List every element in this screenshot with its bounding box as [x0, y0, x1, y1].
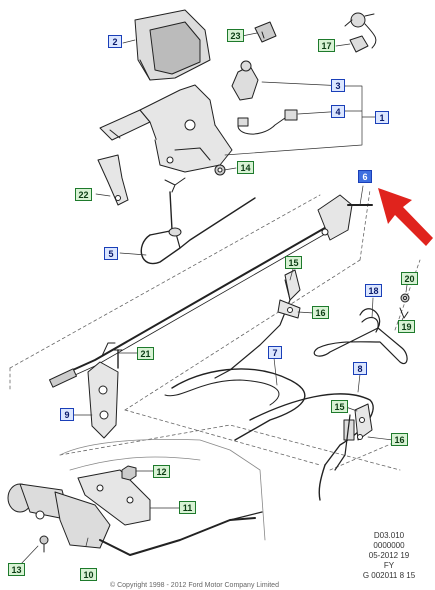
callout-3[interactable]: 3 — [331, 79, 345, 92]
callout-6-selected[interactable]: 6 — [358, 170, 372, 183]
reference-model: FY — [383, 561, 395, 570]
callout-5[interactable]: 5 — [104, 247, 118, 260]
callout-9[interactable]: 9 — [60, 408, 74, 421]
callout-16-upper[interactable]: 16 — [312, 306, 329, 319]
callout-13[interactable]: 13 — [8, 563, 25, 576]
main-cable-part — [49, 194, 373, 388]
handbrake-lever-assembly — [99, 84, 233, 193]
return-spring-part — [313, 308, 408, 365]
callout-15-lower[interactable]: 15 — [331, 400, 348, 413]
callout-8[interactable]: 8 — [353, 362, 367, 375]
nut-12-part — [121, 465, 137, 481]
bolt-13-part — [39, 535, 49, 553]
washer-part — [400, 293, 410, 303]
callout-10[interactable]: 10 — [80, 568, 97, 581]
lever-gaiter-part — [134, 9, 211, 81]
callout-2[interactable]: 2 — [108, 35, 122, 48]
wiring-harness-part — [237, 109, 298, 135]
callout-23[interactable]: 23 — [227, 29, 244, 42]
cable-bracket-upper-part — [277, 269, 301, 319]
copyright-notice: © Copyright 1998 - 2012 Ford Motor Compa… — [110, 582, 279, 589]
reference-figure: G 002011 8 15 — [362, 571, 416, 580]
callout-11[interactable]: 11 — [179, 501, 196, 514]
clip-part — [254, 21, 277, 43]
callout-16-lower[interactable]: 16 — [391, 433, 408, 446]
callout-17[interactable]: 17 — [318, 39, 335, 52]
reference-code: D03.010 — [373, 531, 405, 540]
bracket-part — [97, 154, 129, 206]
callout-12[interactable]: 12 — [153, 465, 170, 478]
rear-cable-left-part — [164, 279, 306, 441]
front-cable-part — [140, 191, 256, 265]
leader-lines — [19, 32, 408, 566]
callout-18[interactable]: 18 — [365, 284, 382, 297]
callout-21[interactable]: 21 — [137, 347, 154, 360]
cable-bracket-lower-part — [354, 403, 373, 441]
reference-number: 0000000 — [373, 541, 405, 550]
actuator-bracket-part — [77, 469, 151, 526]
switch-part — [231, 60, 259, 101]
floor-panel-outline — [59, 438, 266, 541]
callout-1[interactable]: 1 — [375, 111, 389, 124]
equaliser-bracket-part — [87, 361, 119, 439]
nut-part — [214, 164, 226, 176]
callout-4[interactable]: 4 — [331, 105, 345, 118]
callout-19[interactable]: 19 — [398, 320, 415, 333]
callout-20[interactable]: 20 — [401, 272, 418, 285]
drawing-reference-block: D03.010 0000000 05-2012 19 FY G 002011 8… — [349, 531, 429, 581]
callout-7[interactable]: 7 — [268, 346, 282, 359]
reference-date: 05-2012 19 — [368, 551, 410, 560]
callout-22[interactable]: 22 — [75, 188, 92, 201]
red-arrow-indicator — [378, 188, 433, 246]
sensor-connector-part — [344, 12, 377, 53]
actuator-motor-part — [7, 483, 263, 556]
callout-14[interactable]: 14 — [237, 161, 254, 174]
retaining-clip-part — [399, 307, 409, 319]
callout-15-upper[interactable]: 15 — [285, 256, 302, 269]
